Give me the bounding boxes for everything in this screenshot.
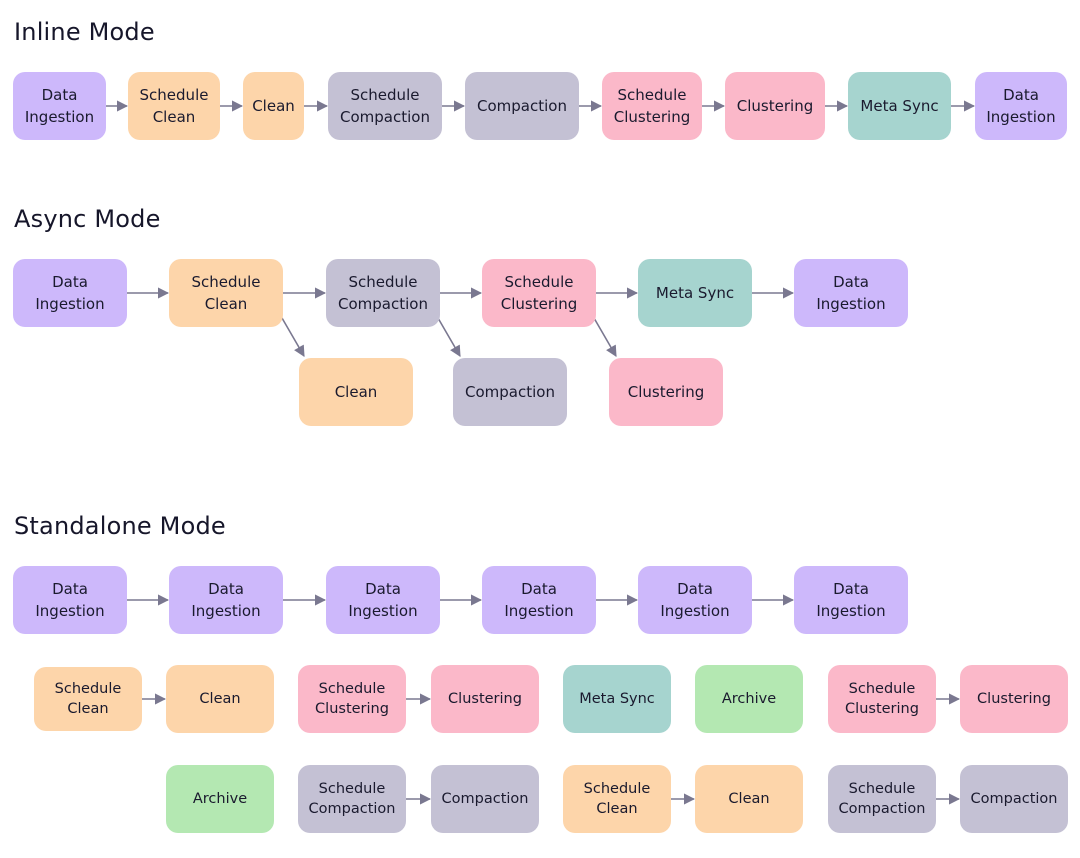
standalone-r1-clustering: Clustering	[431, 665, 539, 733]
async-main-6: Data Ingestion	[794, 259, 908, 327]
standalone-r1-clustering-2: Clustering	[960, 665, 1068, 733]
inline-step-5: Compaction	[465, 72, 579, 140]
async-main-2: Schedule Clean	[169, 259, 283, 327]
async-main-5: Meta Sync	[638, 259, 752, 327]
standalone-r2-compaction-2: Compaction	[960, 765, 1068, 833]
async-mode-title: Async Mode	[14, 205, 161, 233]
async-branch-clustering: Clustering	[609, 358, 723, 426]
standalone-ingestion-3: Data Ingestion	[326, 566, 440, 634]
standalone-r2-compaction: Compaction	[431, 765, 539, 833]
standalone-r1-schedule-clean: Schedule Clean	[34, 667, 142, 731]
inline-step-8: Meta Sync	[848, 72, 951, 140]
standalone-ingestion-2: Data Ingestion	[169, 566, 283, 634]
standalone-r1-meta-sync: Meta Sync	[563, 665, 671, 733]
async-branch-arrow-compaction	[437, 317, 461, 357]
inline-step-1: Data Ingestion	[13, 72, 106, 140]
standalone-ingestion-6: Data Ingestion	[794, 566, 908, 634]
standalone-r2-schedule-compaction: Schedule Compaction	[298, 765, 406, 833]
standalone-r2-schedule-compaction-2: Schedule Compaction	[828, 765, 936, 833]
standalone-r1-clean: Clean	[166, 665, 274, 733]
inline-step-2: Schedule Clean	[128, 72, 220, 140]
standalone-ingestion-4: Data Ingestion	[482, 566, 596, 634]
standalone-r1-schedule-clustering: Schedule Clustering	[298, 665, 406, 733]
standalone-ingestion-1: Data Ingestion	[13, 566, 127, 634]
standalone-r1-schedule-clustering-2: Schedule Clustering	[828, 665, 936, 733]
async-branch-compaction: Compaction	[453, 358, 567, 426]
inline-mode-title: Inline Mode	[14, 18, 155, 46]
standalone-r1-archive: Archive	[695, 665, 803, 733]
async-main-1: Data Ingestion	[13, 259, 127, 327]
inline-step-6: Schedule Clustering	[602, 72, 702, 140]
standalone-ingestion-5: Data Ingestion	[638, 566, 752, 634]
async-main-3: Schedule Compaction	[326, 259, 440, 327]
async-branch-arrow-clean	[281, 317, 305, 357]
standalone-r2-archive: Archive	[166, 765, 274, 833]
async-branch-clean: Clean	[299, 358, 413, 426]
standalone-r2-schedule-clean: Schedule Clean	[563, 765, 671, 833]
standalone-r2-clean: Clean	[695, 765, 803, 833]
inline-step-4: Schedule Compaction	[328, 72, 442, 140]
inline-step-3: Clean	[243, 72, 304, 140]
async-branch-arrow-clustering	[593, 317, 617, 357]
inline-step-7: Clustering	[725, 72, 825, 140]
inline-step-9: Data Ingestion	[975, 72, 1067, 140]
async-main-4: Schedule Clustering	[482, 259, 596, 327]
standalone-mode-title: Standalone Mode	[14, 512, 226, 540]
